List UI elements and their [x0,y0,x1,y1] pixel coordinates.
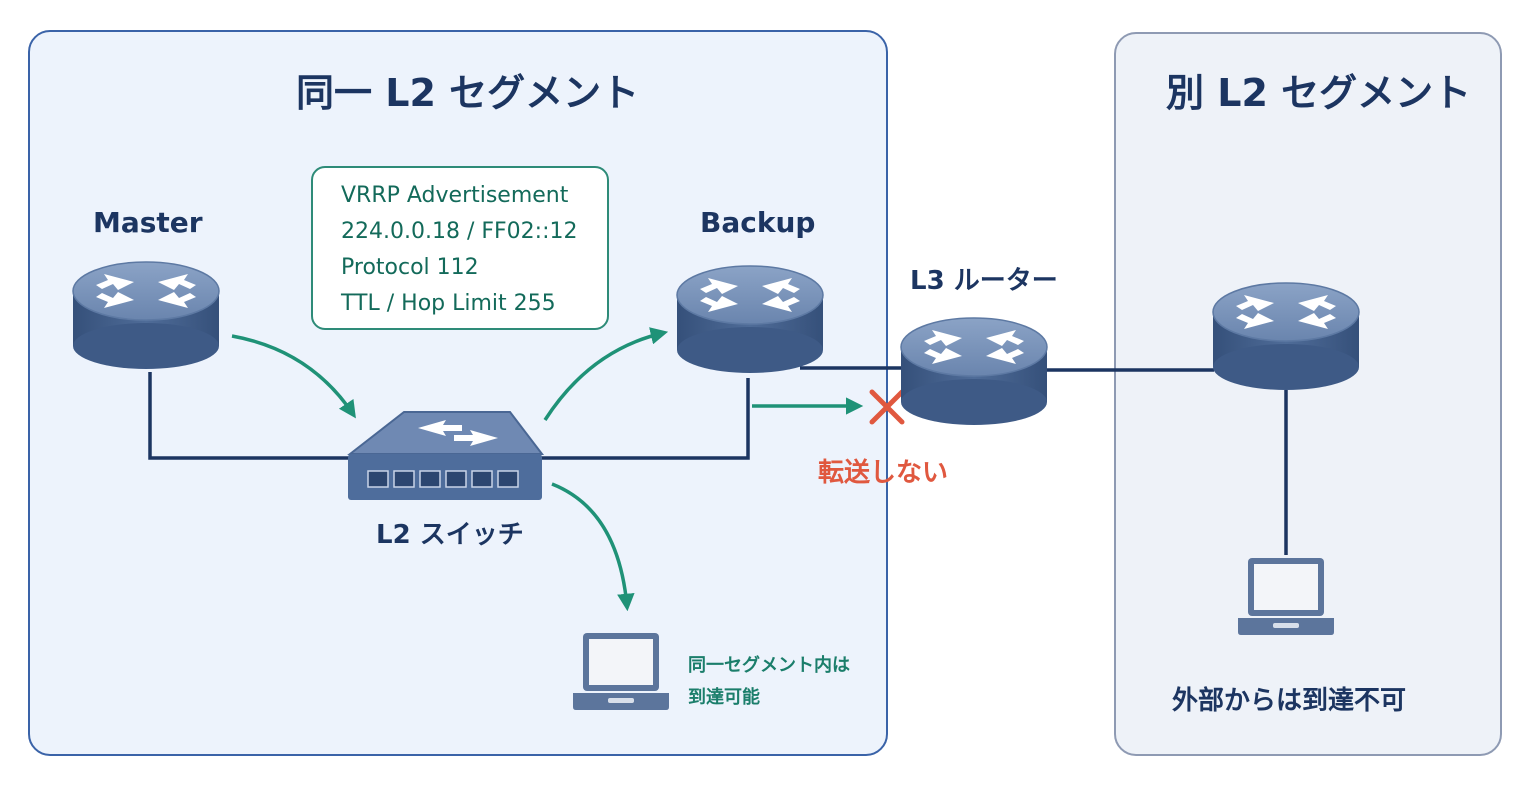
arrow-master-to-switch [231,334,356,419]
advertisement-line-3: Protocol 112 [341,255,479,280]
l2-switch-label: L2 スイッチ [376,520,524,550]
backup-router-icon [676,265,824,374]
blocked-note: 転送しない [818,458,949,488]
same-segment-panel [28,30,888,756]
network-links [148,366,1288,555]
reachable-note: 同一セグメント内は 到達可能 [688,650,850,714]
master-label: Master [93,206,203,239]
reachable-note-line-2: 到達可能 [688,687,760,708]
unreachable-note: 外部からは到達不可 [1172,686,1407,716]
advertisement-line-4: TTL / Hop Limit 255 [341,291,556,316]
reachable-note-line-1: 同一セグメント内は [688,655,850,676]
backup-label: Backup [700,206,816,239]
remote-router-icon [1212,282,1360,391]
local-laptop-icon [573,633,669,710]
arrow-switch-to-laptop [551,482,635,612]
advertisement-line-1: VRRP Advertisement [341,183,569,208]
blocked-icon [869,389,905,425]
arrow-switch-to-backup [543,327,669,421]
same-segment-title: 同一 L2 セグメント [296,71,640,115]
other-segment-panel [1114,32,1502,756]
advertisement-line-2: 224.0.0.18 / FF02::12 [341,219,578,244]
vrrp-advertisement-box: VRRP Advertisement 224.0.0.18 / FF02::12… [311,166,609,330]
remote-laptop-icon [1238,558,1334,635]
master-router-icon [72,261,220,370]
link-master-switch [148,372,352,460]
other-segment-title: 別 L2 セグメント [1166,71,1472,115]
link-switch-backup [540,378,750,460]
l3-router-icon [900,317,1048,426]
advertisement-arrows [231,327,864,612]
l2-switch-icon [347,411,545,500]
l3-router-label: L3 ルーター [910,266,1058,296]
